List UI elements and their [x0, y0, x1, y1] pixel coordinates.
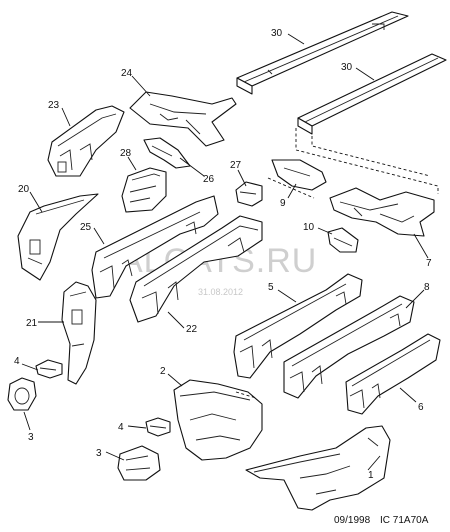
part-4-clip-left	[35, 359, 63, 379]
callout-3-lower: 3	[96, 448, 102, 459]
part-22-side-rail	[129, 215, 263, 323]
footer-date: 09/1998	[334, 515, 371, 526]
callout-10: 10	[303, 222, 315, 233]
callout-8: 8	[424, 282, 430, 293]
leader-8	[405, 289, 425, 309]
callout-6: 6	[418, 402, 424, 413]
part-9-gusset	[271, 159, 327, 191]
leader-9	[287, 183, 297, 199]
callout-24: 24	[121, 68, 133, 79]
part-23-bracket	[47, 105, 125, 177]
leader-7	[413, 233, 429, 259]
part-30-lower-rail	[297, 53, 447, 135]
callout-4-left: 4	[14, 356, 20, 367]
part-4-clip-lower	[145, 417, 171, 437]
part-21-pillar-panel	[61, 281, 97, 385]
callout-7: 7	[426, 258, 432, 269]
callout-21: 21	[26, 318, 38, 329]
leader-30a	[287, 33, 305, 45]
leader-3a	[23, 411, 31, 431]
part-6-rail-end	[345, 333, 441, 415]
leader-6	[399, 387, 417, 403]
callout-30-upper: 30	[271, 28, 283, 39]
callout-23: 23	[48, 100, 60, 111]
leader-25	[93, 227, 105, 245]
part-7-rear-assembly	[329, 187, 435, 237]
assembly-dashline-c	[267, 177, 315, 199]
callout-20: 20	[18, 184, 30, 195]
leader-27	[237, 169, 247, 187]
part-30-upper-rail	[236, 11, 409, 95]
leader-3b	[105, 451, 125, 461]
part-28-support	[121, 167, 167, 213]
leader-1	[367, 455, 381, 471]
callout-5: 5	[268, 282, 274, 293]
part-1-front-floor-member	[245, 425, 391, 511]
callout-26: 26	[203, 174, 215, 185]
callout-2: 2	[160, 366, 166, 377]
part-20-pillar	[17, 193, 99, 281]
leader-2	[167, 373, 183, 387]
leader-30b	[355, 67, 375, 81]
part-2-bracket-assembly	[173, 379, 263, 461]
callout-28: 28	[120, 148, 132, 159]
leader-26	[179, 157, 205, 177]
watermark-date: 31.08.2012	[198, 287, 243, 297]
assembly-dashline-b	[311, 136, 431, 177]
leader-4b	[127, 425, 147, 429]
assembly-dashline-a	[295, 128, 439, 194]
leader-24	[131, 75, 151, 97]
callout-25: 25	[80, 222, 92, 233]
part-10-bracket	[327, 227, 359, 253]
callout-1: 1	[368, 470, 374, 481]
leader-23	[61, 107, 71, 127]
leader-22	[167, 311, 185, 329]
callout-27: 27	[230, 160, 242, 171]
callout-3-left: 3	[28, 432, 34, 443]
footer-code: IC 71A70A	[380, 515, 429, 526]
part-24-crossmember	[129, 91, 237, 147]
part-26-small-panel	[143, 137, 191, 169]
part-3-mount-lower	[117, 445, 161, 481]
part-25-side-rail	[91, 195, 219, 299]
leader-20	[29, 191, 43, 213]
part-5-inner-rail	[233, 273, 363, 379]
leader-4a	[21, 363, 39, 371]
leader-10	[317, 227, 333, 235]
part-27-clip	[235, 181, 263, 207]
callout-9: 9	[280, 198, 286, 209]
leader-5	[277, 289, 297, 303]
callout-4-lower: 4	[118, 422, 124, 433]
callout-22: 22	[186, 324, 198, 335]
part-8-rail-section	[283, 295, 415, 399]
part-3-mount-left	[7, 377, 37, 411]
leader-28	[127, 156, 137, 171]
callout-30-lower: 30	[341, 62, 353, 73]
